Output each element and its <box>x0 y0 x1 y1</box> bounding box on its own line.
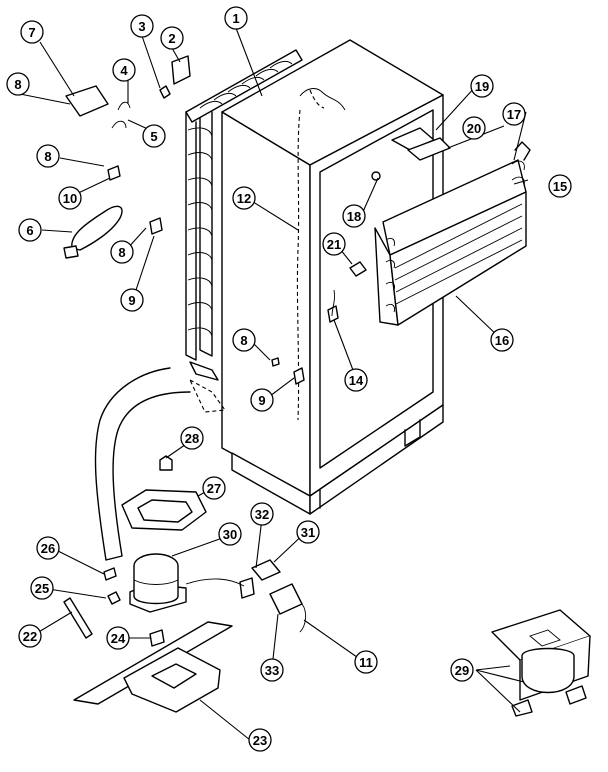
svg-text:25: 25 <box>35 581 49 596</box>
svg-text:2: 2 <box>168 31 175 46</box>
svg-text:28: 28 <box>185 431 199 446</box>
svg-text:9: 9 <box>258 393 265 408</box>
callout-28: 28 <box>180 426 204 450</box>
callout-29: 29 <box>450 658 474 682</box>
svg-text:8: 8 <box>14 77 21 92</box>
callout-9: 9 <box>120 288 144 312</box>
svg-text:11: 11 <box>359 655 373 670</box>
svg-text:29: 29 <box>455 663 469 678</box>
svg-text:18: 18 <box>347 209 361 224</box>
svg-text:1: 1 <box>232 11 239 26</box>
svg-text:12: 12 <box>237 191 251 206</box>
callout-32: 32 <box>250 502 274 526</box>
svg-text:33: 33 <box>265 663 279 678</box>
svg-text:9: 9 <box>128 293 135 308</box>
leader-lines <box>19 27 529 741</box>
callout-8: 8 <box>36 144 60 168</box>
svg-text:14: 14 <box>349 373 364 388</box>
callout-16: 16 <box>490 328 514 352</box>
callout-33: 33 <box>260 658 284 682</box>
svg-text:8: 8 <box>118 245 125 260</box>
refrigerator-cabinet <box>94 39 444 561</box>
callout-31: 31 <box>296 520 320 544</box>
callout-18: 18 <box>342 204 366 228</box>
svg-text:8: 8 <box>240 333 247 348</box>
callout-19: 19 <box>470 74 494 98</box>
callout-4: 4 <box>112 58 136 82</box>
callout-23: 23 <box>248 728 272 752</box>
callout-11: 11 <box>354 650 378 674</box>
svg-text:23: 23 <box>253 733 267 748</box>
callout-6: 6 <box>18 218 42 242</box>
callout-3: 3 <box>130 14 154 38</box>
svg-text:5: 5 <box>150 129 157 144</box>
callout-25: 25 <box>30 576 54 600</box>
callout-5: 5 <box>142 124 166 148</box>
callout-15: 15 <box>548 174 572 198</box>
callout-2: 2 <box>160 26 184 50</box>
svg-text:8: 8 <box>44 149 51 164</box>
callout-22: 22 <box>18 624 42 648</box>
callout-7: 7 <box>20 20 44 44</box>
svg-text:32: 32 <box>255 507 269 522</box>
compressor-assembly <box>63 455 307 713</box>
callout-27: 27 <box>202 476 226 500</box>
callout-8: 8 <box>232 328 256 352</box>
svg-text:19: 19 <box>475 79 489 94</box>
callout-21: 21 <box>322 232 346 256</box>
callout-9: 9 <box>250 388 274 412</box>
svg-text:6: 6 <box>26 223 33 238</box>
small-parts <box>63 55 451 385</box>
callout-8: 8 <box>110 240 134 264</box>
callout-8: 8 <box>6 72 30 96</box>
svg-text:27: 27 <box>207 481 221 496</box>
svg-text:3: 3 <box>138 19 145 34</box>
svg-text:16: 16 <box>495 333 509 348</box>
svg-text:26: 26 <box>41 541 55 556</box>
inset-compressor-mount <box>491 609 591 717</box>
callout-26: 26 <box>36 536 60 560</box>
svg-text:10: 10 <box>63 191 77 206</box>
callout-20: 20 <box>462 116 486 140</box>
svg-text:4: 4 <box>120 63 128 78</box>
svg-text:15: 15 <box>553 179 567 194</box>
evaporator-coil <box>374 141 531 326</box>
callout-24: 24 <box>106 626 130 650</box>
svg-text:21: 21 <box>327 237 341 252</box>
callout-30: 30 <box>218 522 242 546</box>
callout-10: 10 <box>58 186 82 210</box>
callout-1: 1 <box>224 6 248 30</box>
callout-14: 14 <box>344 368 368 392</box>
svg-text:30: 30 <box>223 527 237 542</box>
svg-text:17: 17 <box>507 107 521 122</box>
callout-12: 12 <box>232 186 256 210</box>
svg-text:7: 7 <box>28 25 35 40</box>
callout-17: 17 <box>502 102 526 126</box>
svg-text:20: 20 <box>467 121 481 136</box>
svg-text:22: 22 <box>23 629 37 644</box>
svg-text:31: 31 <box>301 525 315 540</box>
svg-text:24: 24 <box>111 631 126 646</box>
